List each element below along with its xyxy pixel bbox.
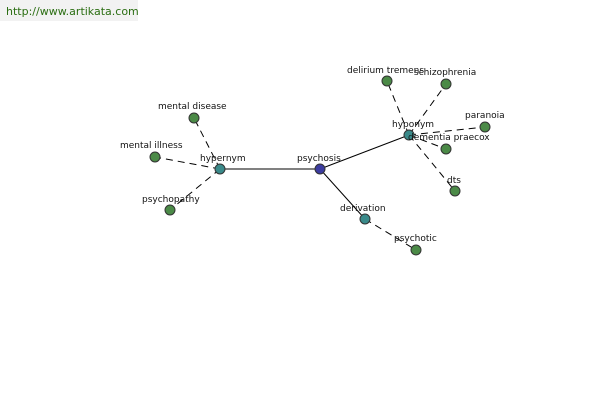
edge-hyponym-dementia-praecox	[408, 134, 447, 150]
node-psychotic[interactable]	[410, 244, 422, 256]
nodes-layer	[149, 75, 491, 256]
node-paranoia[interactable]	[479, 121, 491, 133]
node-schizophrenia[interactable]	[440, 78, 452, 90]
node-dts[interactable]	[449, 185, 461, 197]
edge-hypernym-mental-disease	[193, 117, 221, 170]
node-label-paranoia[interactable]: paranoia	[465, 111, 505, 121]
node-label-mental-illness[interactable]: mental illness	[120, 141, 183, 151]
edge-hyponym-schizophrenia	[408, 83, 447, 136]
node-mental-disease[interactable]	[188, 112, 200, 124]
node-label-psychosis[interactable]: psychosis	[297, 154, 341, 164]
node-label-derivation[interactable]: derivation	[340, 204, 386, 214]
edge-hyponym-dts	[408, 134, 456, 192]
node-dementia-praecox[interactable]	[440, 143, 452, 155]
edges-layer	[154, 80, 486, 251]
node-psychosis[interactable]	[314, 163, 326, 175]
labels-layer: psychosis hypernym hyponym derivation mental…	[120, 66, 505, 244]
edge-derivation-psychotic	[364, 218, 417, 251]
url-bar: http://www.artikata.com	[0, 0, 139, 21]
edge-psychosis-hyponym	[319, 134, 410, 170]
node-hypernym[interactable]	[214, 163, 226, 175]
node-derivation[interactable]	[359, 213, 371, 225]
site-url-link[interactable]: http://www.artikata.com	[6, 5, 139, 18]
node-hyponym[interactable]	[403, 129, 415, 141]
node-label-dts[interactable]: dts	[447, 176, 461, 186]
node-delirium-tremens[interactable]	[381, 75, 393, 87]
node-label-hyponym[interactable]: hyponym	[392, 120, 434, 130]
node-label-psychopathy[interactable]: psychopathy	[142, 195, 200, 205]
edge-hypernym-psychopathy	[169, 168, 221, 211]
node-mental-illness[interactable]	[149, 151, 161, 163]
node-label-delirium-tremens[interactable]: delirium tremens	[347, 66, 424, 76]
node-label-hypernym[interactable]: hypernym	[200, 154, 246, 164]
node-label-mental-disease[interactable]: mental disease	[158, 102, 227, 112]
node-label-psychotic[interactable]: psychotic	[394, 234, 437, 244]
edge-hyponym-delirium-tremens	[386, 80, 410, 136]
node-psychopathy[interactable]	[164, 204, 176, 216]
node-label-dementia-praecox[interactable]: dementia praecox	[408, 133, 490, 143]
edge-psychosis-derivation	[319, 168, 366, 220]
node-label-schizophrenia[interactable]: schizophrenia	[414, 68, 476, 78]
edge-hyponym-paranoia	[408, 126, 486, 136]
